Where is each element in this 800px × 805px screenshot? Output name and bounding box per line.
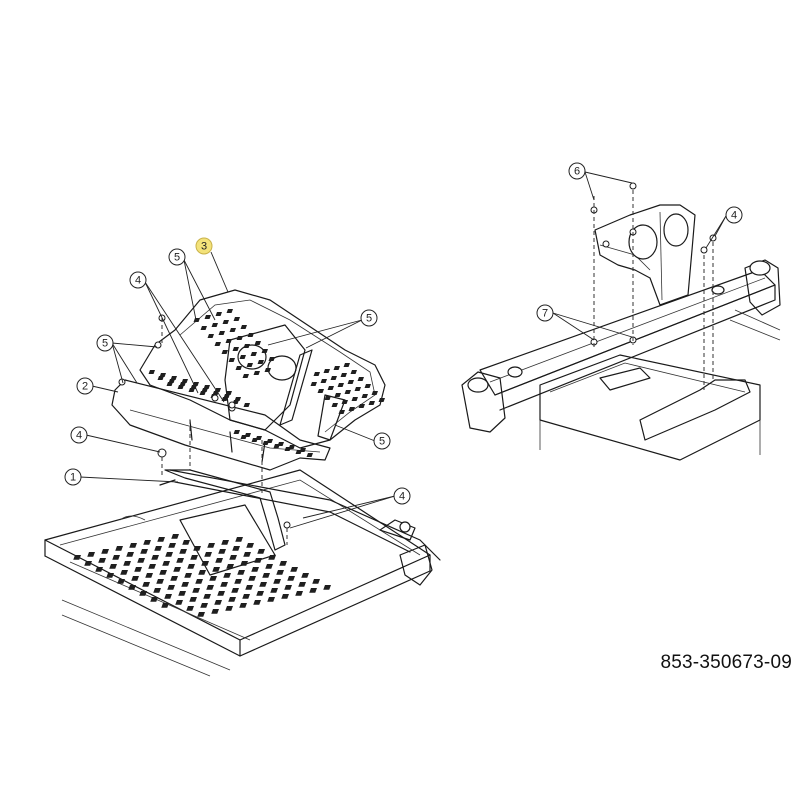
callout-c2: 2 — [76, 377, 94, 395]
callout-c6: 6 — [568, 162, 586, 180]
seat-support-bracket — [164, 469, 286, 551]
callout-number: 5 — [102, 338, 108, 350]
callout-circle — [725, 206, 743, 224]
callout-circle — [76, 377, 94, 395]
callout-circle — [568, 162, 586, 180]
callout-number: 2 — [82, 381, 88, 393]
callout-c4c: 4 — [393, 487, 411, 505]
callout-number: 6 — [574, 166, 580, 178]
callout-number: 5 — [366, 313, 372, 325]
callout-leaders — [79, 171, 727, 529]
callout-number: 4 — [76, 430, 82, 442]
callout-circle — [64, 468, 82, 486]
left-fasteners — [118, 314, 291, 529]
callout-c4d: 4 — [725, 206, 743, 224]
right-assembly — [461, 182, 781, 461]
callout-c5c: 5 — [360, 309, 378, 327]
callout-c7: 7 — [536, 304, 554, 322]
callout-circle — [373, 432, 391, 450]
callout-c4a: 4 — [129, 271, 147, 289]
callout-number: 4 — [135, 275, 141, 287]
callout-c1: 1 — [64, 468, 82, 486]
callout-number: 4 — [731, 210, 737, 222]
callout-c3: 3 — [195, 237, 213, 255]
callout-circle — [168, 248, 186, 266]
callout-labels: 3 5 4 5 5 2 4 5 1 4 6 4 7 — [64, 162, 743, 505]
callout-circle — [129, 271, 147, 289]
callout-c4b: 4 — [70, 426, 88, 444]
left-assembly — [44, 289, 441, 677]
callout-number: 7 — [542, 308, 548, 320]
callout-c5a: 5 — [168, 248, 186, 266]
callout-c5d: 5 — [373, 432, 391, 450]
callout-number: 3 — [201, 241, 207, 253]
chassis-frame — [44, 469, 441, 677]
seat-assembly — [139, 289, 386, 449]
callout-number: 4 — [399, 491, 405, 503]
left-install-lines — [161, 318, 288, 545]
callout-number: 5 — [174, 252, 180, 264]
callout-number: 5 — [379, 436, 385, 448]
callout-circle — [360, 309, 378, 327]
callout-circle — [70, 426, 88, 444]
floor-grid — [73, 534, 331, 617]
callout-circle — [536, 304, 554, 322]
callout-circle — [195, 237, 213, 255]
seat-pan — [111, 379, 331, 471]
callout-number: 1 — [70, 472, 76, 484]
callout-circle — [96, 334, 114, 352]
callout-circle — [393, 487, 411, 505]
callout-c5b: 5 — [96, 334, 114, 352]
part-number: 853-350673-09 — [660, 652, 792, 673]
